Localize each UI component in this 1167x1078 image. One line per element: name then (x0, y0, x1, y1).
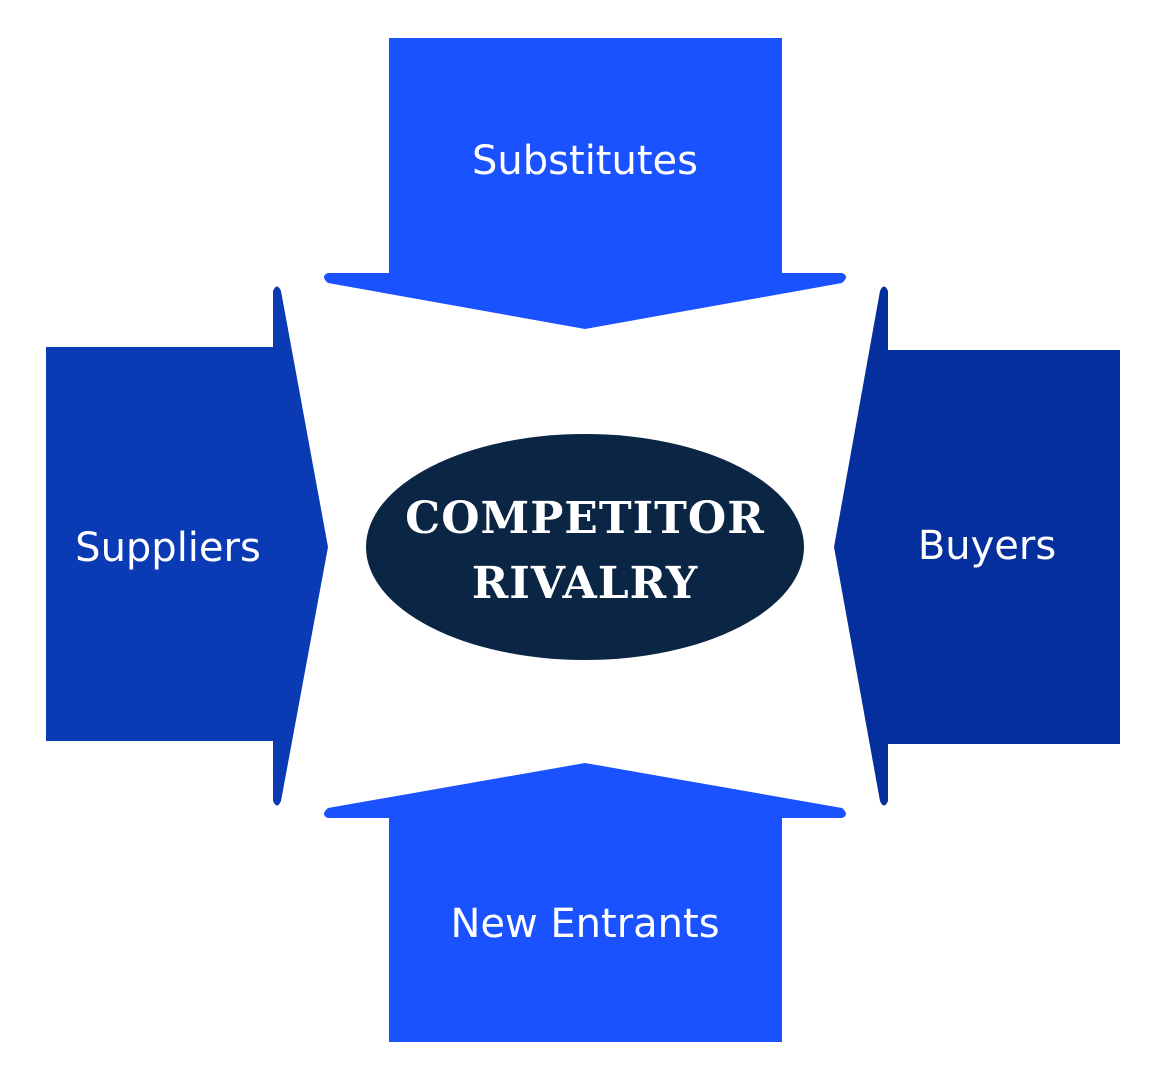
center-title-line-2: RIVALRY (472, 558, 699, 609)
force-substitutes: Substitutes (324, 38, 846, 329)
substitutes-arrow (324, 38, 846, 329)
substitutes-label: Substitutes (472, 138, 698, 184)
suppliers-label: Suppliers (75, 525, 261, 571)
buyers-arrow (834, 286, 1120, 806)
new-entrants-arrow (324, 763, 846, 1042)
force-new-entrants: New Entrants (324, 763, 846, 1042)
new-entrants-label: New Entrants (450, 901, 719, 947)
center-ellipse (366, 434, 804, 660)
force-buyers: Buyers (834, 286, 1120, 806)
suppliers-arrow (46, 286, 328, 806)
force-suppliers: Suppliers (46, 286, 328, 806)
center-title-line-1: COMPETITOR (405, 493, 765, 544)
competitor-rivalry: COMPETITOR RIVALRY (366, 434, 804, 660)
buyers-label: Buyers (918, 523, 1056, 569)
